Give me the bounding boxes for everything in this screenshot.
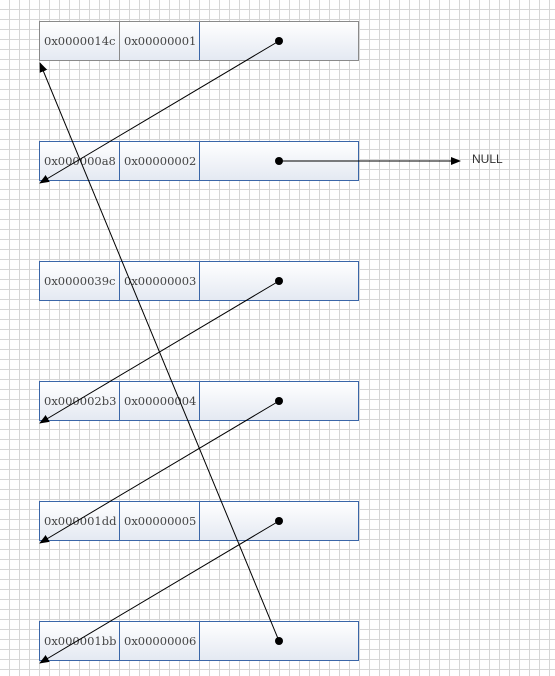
node-address: 0x000000a8 — [40, 142, 120, 180]
node-value: 0x00000003 — [120, 262, 200, 300]
node-value: 0x00000005 — [120, 502, 200, 540]
node-address: 0x000001bb — [40, 622, 120, 660]
null-terminator-label: NULL — [472, 152, 503, 166]
node-address: 0x000002b3 — [40, 382, 120, 420]
pointer-origin-dot — [275, 637, 283, 645]
list-node: 0x0000014c 0x00000001 — [39, 21, 359, 61]
list-node: 0x000002b3 0x00000004 — [39, 381, 359, 421]
pointer-arrow — [39, 62, 280, 642]
list-node: 0x000000a8 0x00000002 — [39, 141, 359, 181]
pointer-origin-dot — [275, 37, 283, 45]
pointer-origin-dot — [275, 157, 283, 165]
list-node: 0x0000039c 0x00000003 — [39, 261, 359, 301]
pointer-origin-dot — [275, 517, 283, 525]
node-value: 0x00000006 — [120, 622, 200, 660]
list-node: 0x000001dd 0x00000005 — [39, 501, 359, 541]
node-value: 0x00000001 — [120, 22, 200, 60]
node-value: 0x00000002 — [120, 142, 200, 180]
pointer-arrow — [39, 400, 280, 544]
pointer-origin-dot — [275, 277, 283, 285]
node-address: 0x000001dd — [40, 502, 120, 540]
node-address: 0x0000014c — [40, 22, 120, 60]
list-node: 0x000001bb 0x00000006 — [39, 621, 359, 661]
node-address: 0x0000039c — [40, 262, 120, 300]
pointer-arrow — [39, 40, 280, 184]
pointer-origin-dot — [275, 397, 283, 405]
pointer-arrow — [39, 520, 280, 664]
